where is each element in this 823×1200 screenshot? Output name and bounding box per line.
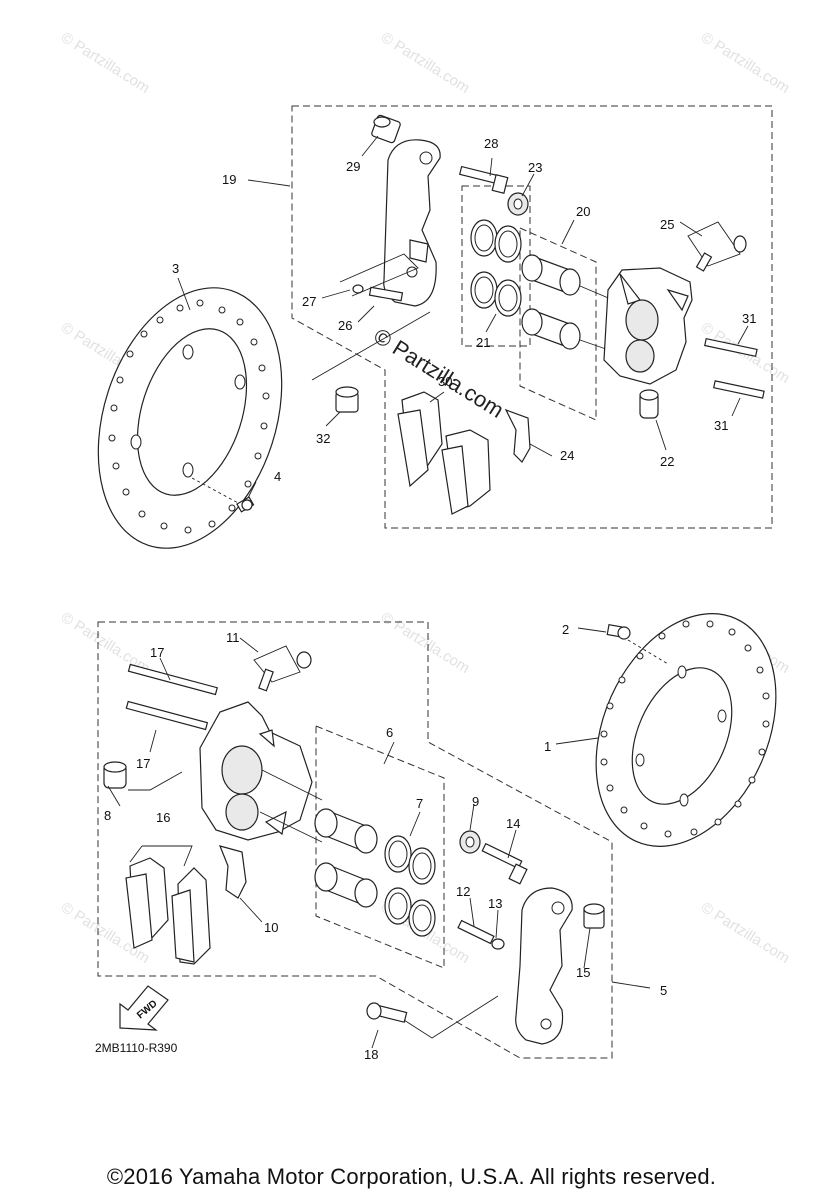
brake-disc-upper <box>97 287 283 549</box>
callout-3: 3 <box>172 261 179 276</box>
leader-lines-lower <box>107 627 651 1049</box>
callout-26: 26 <box>338 318 352 333</box>
callout-17a: 17 <box>150 645 164 660</box>
callout-2: 2 <box>562 622 569 637</box>
small-parts-upper <box>335 284 404 413</box>
callout-23: 23 <box>528 160 542 175</box>
brake-pads-lower <box>125 857 211 965</box>
upper-assembly <box>97 105 773 549</box>
disc-bolt-lower <box>606 623 669 665</box>
pad-spring-lower <box>218 845 247 899</box>
watermark: © Partzilla.com <box>698 29 793 97</box>
disc-holes-upper <box>108 299 270 534</box>
watermark: © Partzilla.com <box>58 29 153 97</box>
diagram-code: 2MB1110-R390 <box>95 1041 178 1055</box>
brake-pads-upper <box>397 391 491 515</box>
group-6-outline <box>315 725 445 969</box>
callout-9: 9 <box>472 794 479 809</box>
callout-18: 18 <box>364 1047 378 1062</box>
bolt-12 <box>457 919 505 950</box>
disc-holes-lower <box>600 620 770 838</box>
watermark: © Partzilla.com <box>378 609 473 677</box>
callout-13: 13 <box>488 896 502 911</box>
callout-16: 16 <box>156 810 170 825</box>
bolt-15 <box>583 903 605 929</box>
callout-17b: 17 <box>136 756 150 771</box>
bleeder-valve-lower <box>253 645 312 692</box>
callout-25: 25 <box>660 217 674 232</box>
caliper-pins-upper <box>704 337 765 399</box>
nut-23 <box>507 192 529 216</box>
caliper-body-lower <box>199 701 323 843</box>
caliper-bracket-upper <box>383 139 441 307</box>
pistons-lower <box>314 808 378 908</box>
fwd-arrow: FWD <box>119 985 169 1031</box>
caliper-body-upper <box>603 267 693 385</box>
lower-assembly: FWD <box>97 613 777 1059</box>
group-20-outline <box>519 227 597 421</box>
caliper-pins-lower <box>125 663 218 731</box>
callout-15: 15 <box>576 965 590 980</box>
caliper-bracket-lower <box>515 887 573 1045</box>
callout-24: 24 <box>560 448 574 463</box>
watermark: © Partzilla.com <box>698 899 793 967</box>
bolt-18 <box>366 995 499 1039</box>
callout-8: 8 <box>104 808 111 823</box>
bolt-28 <box>458 165 509 194</box>
callout-29: 29 <box>346 159 360 174</box>
group-5-outline <box>97 621 613 1059</box>
piston-seals-upper <box>470 219 522 317</box>
bleeder-valve-upper <box>687 221 747 272</box>
callout-labels: 1 2 3 4 5 6 7 8 9 10 11 12 13 14 15 16 1… <box>104 136 756 1062</box>
pad-spring-upper <box>504 408 531 463</box>
bolt-22 <box>639 389 659 419</box>
callout-14: 14 <box>506 816 520 831</box>
callout-31b: 31 <box>714 418 728 433</box>
callout-19: 19 <box>222 172 236 187</box>
disc-bolt-upper <box>191 477 255 513</box>
callout-28: 28 <box>484 136 498 151</box>
callout-7: 7 <box>416 796 423 811</box>
callout-22: 22 <box>660 454 674 469</box>
watermark: © Partzilla.com <box>378 29 473 97</box>
callout-31a: 31 <box>742 311 756 326</box>
callout-30: 30 <box>438 374 452 389</box>
piston-seals-lower <box>384 835 436 937</box>
callout-11: 11 <box>226 630 240 645</box>
callout-5: 5 <box>660 983 667 998</box>
brake-disc-lower <box>595 613 777 847</box>
pistons-upper <box>521 254 633 357</box>
callout-21: 21 <box>476 335 490 350</box>
leader-lines-upper <box>177 135 749 499</box>
callout-1: 1 <box>544 739 551 754</box>
bolt-8 <box>103 761 183 791</box>
group-19-outline <box>291 105 773 529</box>
callout-27: 27 <box>302 294 316 309</box>
callout-6: 6 <box>386 725 393 740</box>
bolt-14 <box>481 842 528 885</box>
callout-4: 4 <box>274 469 281 484</box>
nut-9 <box>459 830 481 854</box>
callout-10: 10 <box>264 920 278 935</box>
bolt-29 <box>371 114 401 144</box>
callout-12: 12 <box>456 884 470 899</box>
callout-32: 32 <box>316 431 330 446</box>
copyright-notice: ©2016 Yamaha Motor Corporation, U.S.A. A… <box>106 1164 717 1189</box>
group-21-outline <box>461 185 531 347</box>
callout-20: 20 <box>576 204 590 219</box>
